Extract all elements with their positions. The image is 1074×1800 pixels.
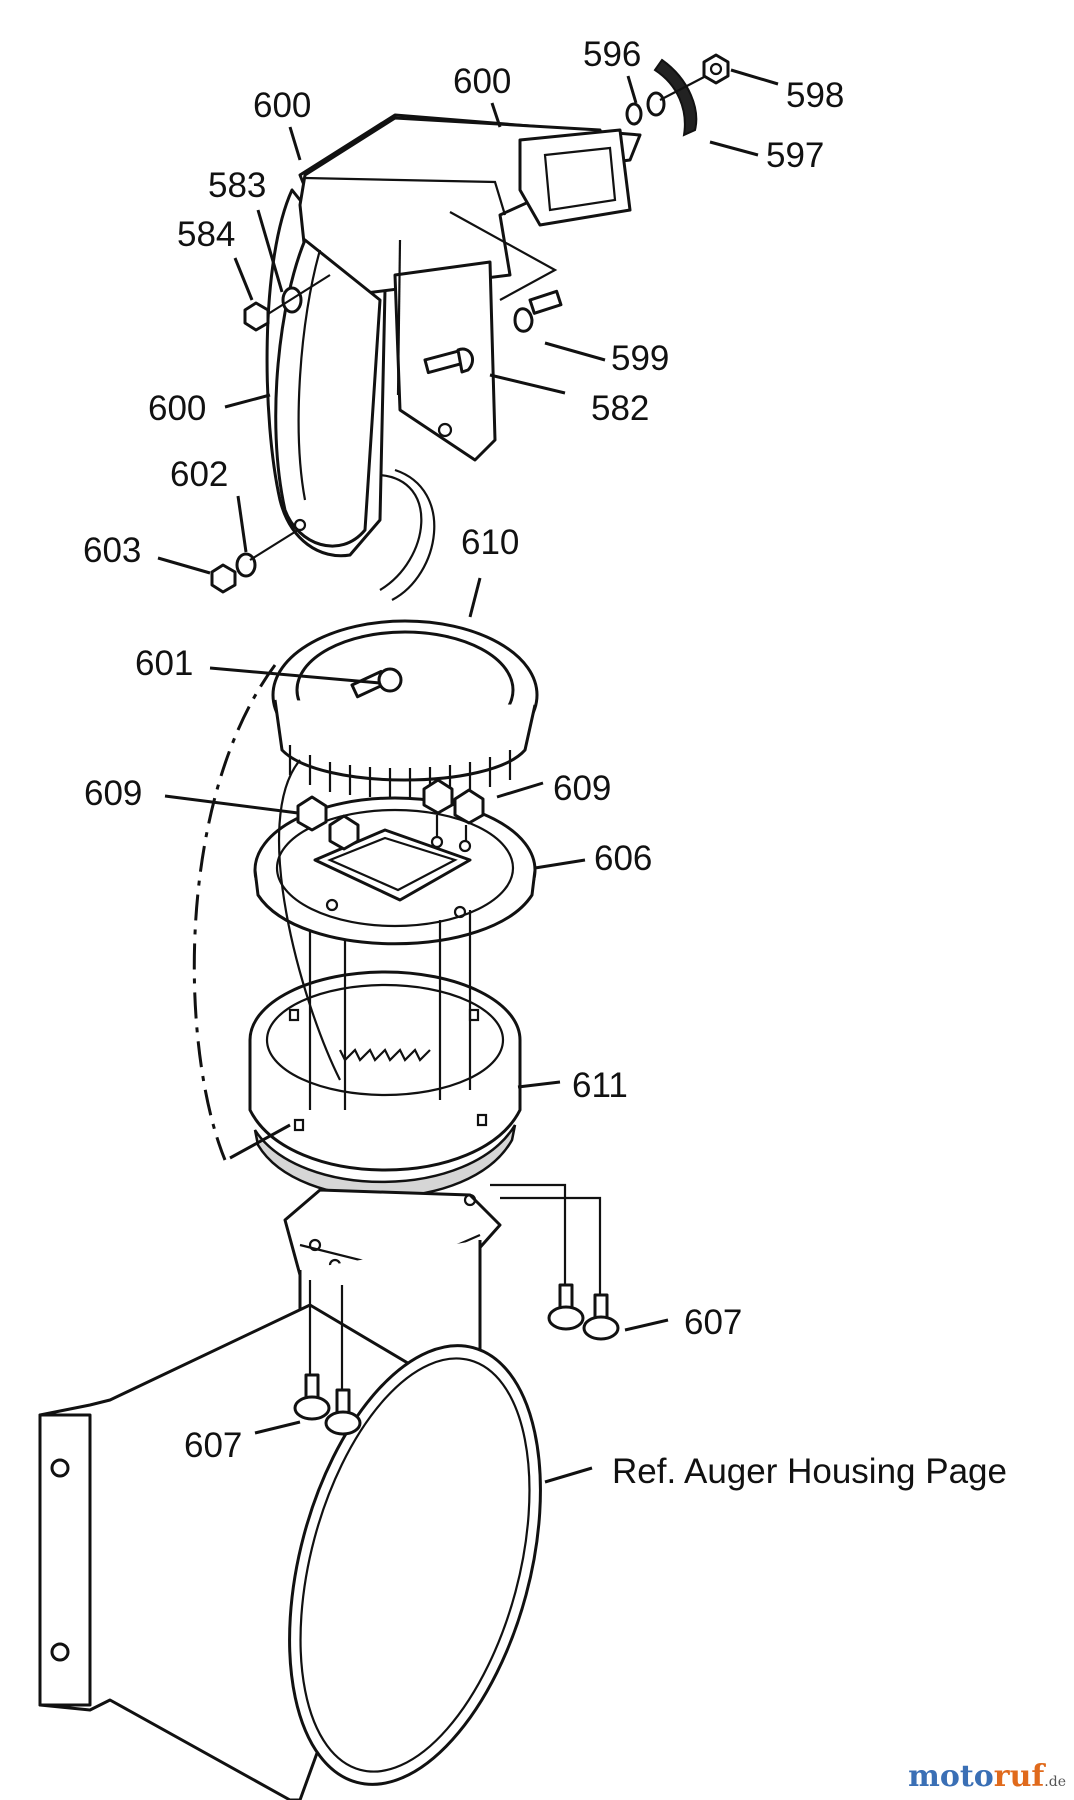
assembly-guide-lines (192, 664, 472, 1161)
leader-lines (157, 68, 779, 1484)
callout-584: 584 (177, 215, 235, 254)
discharge-chute-600 (265, 113, 642, 601)
callout-599: 599 (611, 339, 669, 378)
callout-607-right: 607 (684, 1303, 742, 1342)
callout-609-right: 609 (553, 769, 611, 808)
watermark-part1: moto (908, 1759, 994, 1794)
callout-582: 582 (591, 389, 649, 428)
callout-598: 598 (786, 76, 844, 115)
reference-note: Ref. Auger Housing Page (612, 1452, 1007, 1491)
bolts-607 (293, 1183, 620, 1436)
callout-596: 596 (583, 35, 641, 74)
callout-602: 602 (170, 455, 228, 494)
deflector-hardware (210, 53, 730, 594)
callout-600-left: 600 (253, 86, 311, 125)
gear-ring-611 (248, 970, 522, 1199)
callout-607-left: 607 (184, 1426, 242, 1465)
rotator-ring-610 (271, 619, 539, 798)
callout-610: 610 (461, 523, 519, 562)
callout-600-top: 600 (453, 62, 511, 101)
callout-597: 597 (766, 136, 824, 175)
callout-606: 606 (594, 839, 652, 878)
watermark-part2: ruf (993, 1759, 1045, 1794)
callout-603: 603 (83, 531, 141, 570)
callout-611: 611 (572, 1066, 628, 1105)
auger-housing-chute-opening (38, 1188, 542, 1800)
bearing-plate-606 (253, 778, 537, 946)
callout-609-left: 609 (84, 774, 142, 813)
watermark-suffix: .de (1044, 1774, 1066, 1790)
motoruf-watermark-logo: motoruf.de (908, 1759, 1066, 1794)
callout-labels: 600 600 596 598 597 583 584 599 582 600 … (83, 35, 1007, 1491)
callout-583: 583 (208, 166, 266, 205)
callout-601: 601 (135, 644, 193, 683)
callout-600-mid: 600 (148, 389, 206, 428)
